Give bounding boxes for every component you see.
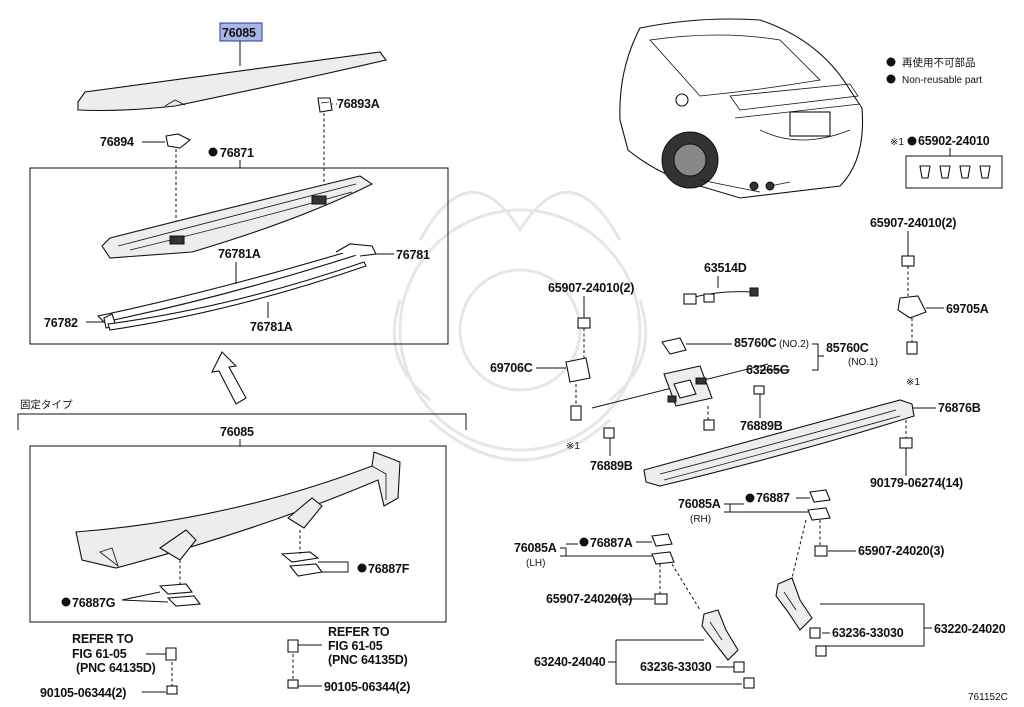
refer-left-2: FIG 61-05 xyxy=(72,647,127,661)
actuator-assembly[interactable] xyxy=(591,363,769,409)
part-69705A[interactable]: 69705A xyxy=(946,302,989,316)
part-63236-left[interactable]: 63236-33030 xyxy=(640,660,712,674)
gasket-76887A[interactable] xyxy=(651,533,675,565)
part-63220[interactable]: 63220-24020 xyxy=(934,622,1006,636)
part-76894[interactable]: 76894 xyxy=(100,135,134,149)
part-76782[interactable]: 76782 xyxy=(44,316,78,330)
part-65907-20-left[interactable]: 65907-24020(3) xyxy=(546,592,632,606)
gasket-76887F[interactable] xyxy=(280,551,323,577)
part-69706C[interactable]: 69706C xyxy=(490,361,533,375)
part-76781A-a[interactable]: 76781A xyxy=(218,247,261,261)
part-76781[interactable]: 76781 xyxy=(396,248,430,262)
part-76085A-rh[interactable]: 76085A xyxy=(678,497,721,511)
part-76889B-left[interactable]: 76889B xyxy=(590,459,633,473)
diagram-code: 761152C xyxy=(968,692,1008,703)
part-85760C[interactable]: 85760C xyxy=(826,341,869,355)
legend-jp: 再使用不可部品 xyxy=(902,56,976,69)
part-65902[interactable]: 65902-24010 xyxy=(918,134,990,148)
refer-right-3: (PNC 64135D) xyxy=(328,653,408,667)
bolt-90105-right[interactable] xyxy=(287,679,299,689)
clip-76893A[interactable] xyxy=(317,97,333,113)
refer-left-3: (PNC 64135D) xyxy=(76,661,156,675)
part-label-highlight xyxy=(219,22,263,42)
part-90179[interactable]: 90179-06274(14) xyxy=(870,476,963,490)
subassembly-frame xyxy=(29,167,449,345)
part-76871[interactable]: 76871 xyxy=(220,146,254,160)
clip-76894[interactable] xyxy=(165,133,192,149)
legend-en: Non-reusable part xyxy=(902,75,982,86)
clip-set-65902[interactable] xyxy=(919,165,991,179)
ref-mark-65902: ※1 xyxy=(890,137,904,148)
part-65907-left[interactable]: 65907-24010(2) xyxy=(548,281,634,295)
part-76876B[interactable]: 76876B xyxy=(938,401,981,415)
non-reusable-marker xyxy=(208,147,218,157)
refer-left-1: REFER TO xyxy=(72,632,134,646)
part-76781A-b[interactable]: 76781A xyxy=(250,320,293,334)
hinge-63220[interactable] xyxy=(775,577,813,631)
part-63236-right[interactable]: 63236-33030 xyxy=(832,626,904,640)
clip-76889B-left[interactable] xyxy=(603,427,615,439)
part-65907-20-right[interactable]: 65907-24020(3) xyxy=(858,544,944,558)
bolt-90105-left[interactable] xyxy=(166,685,178,695)
seal-76781A-lower[interactable] xyxy=(107,261,367,331)
part-76085-top[interactable]: 76085 xyxy=(222,26,256,40)
ref-mark-left: ※1 xyxy=(566,441,580,452)
part-63265G[interactable]: 63265G xyxy=(746,363,789,377)
seal-76781[interactable] xyxy=(335,243,377,257)
part-76887A[interactable]: 76887A xyxy=(590,536,633,550)
clip-76889B-right[interactable] xyxy=(753,385,765,395)
watermark-emblem xyxy=(392,190,648,462)
part-90105-right[interactable]: 90105-06344(2) xyxy=(324,680,410,694)
part-76887G[interactable]: 76887G xyxy=(72,596,115,610)
part-63240[interactable]: 63240-24040 xyxy=(534,655,606,669)
wire-63514D[interactable] xyxy=(683,287,759,305)
fixed-type-label: 固定タイプ xyxy=(20,398,73,411)
spoiler-blade[interactable] xyxy=(77,51,387,112)
bracket-69706C[interactable] xyxy=(565,357,591,383)
label-rh: (RH) xyxy=(690,514,711,525)
bracket-69705A[interactable] xyxy=(897,295,927,319)
part-76887-rh[interactable]: 76887 xyxy=(756,491,790,505)
hinge-63240[interactable] xyxy=(701,609,739,661)
part-76893A[interactable]: 76893A xyxy=(337,97,380,111)
part-76085A-lh[interactable]: 76085A xyxy=(514,541,557,555)
label-no1: (NO.1) xyxy=(848,357,878,368)
spoiler-lower-panel[interactable] xyxy=(101,175,374,259)
gasket-76887G[interactable] xyxy=(158,583,202,607)
upgrade-arrow xyxy=(211,351,247,405)
refer-right-2: FIG 61-05 xyxy=(328,639,383,653)
part-85760C-no2[interactable]: 85760C xyxy=(734,336,777,350)
part-76889B-right[interactable]: 76889B xyxy=(740,419,783,433)
fixed-rear-wing[interactable] xyxy=(75,451,401,569)
fixed-wing-frame xyxy=(29,445,447,623)
clip-set-box xyxy=(905,155,1003,189)
motor-85760C-no2[interactable] xyxy=(661,337,687,355)
part-76085-fixed[interactable]: 76085 xyxy=(220,425,254,439)
retractable-spoiler-76876B[interactable] xyxy=(643,399,915,487)
gasket-76887-rh[interactable] xyxy=(807,489,831,521)
ref-mark-right: ※1 xyxy=(906,377,920,388)
part-63514D[interactable]: 63514D xyxy=(704,261,747,275)
label-no2: (NO.2) xyxy=(779,339,809,350)
car-illustration xyxy=(619,18,864,199)
label-lh: (LH) xyxy=(526,558,545,569)
refer-right-1: REFER TO xyxy=(328,625,390,639)
part-76887F[interactable]: 76887F xyxy=(368,562,410,576)
part-65907-right[interactable]: 65907-24010(2) xyxy=(870,216,956,230)
part-90105-left[interactable]: 90105-06344(2) xyxy=(40,686,126,700)
